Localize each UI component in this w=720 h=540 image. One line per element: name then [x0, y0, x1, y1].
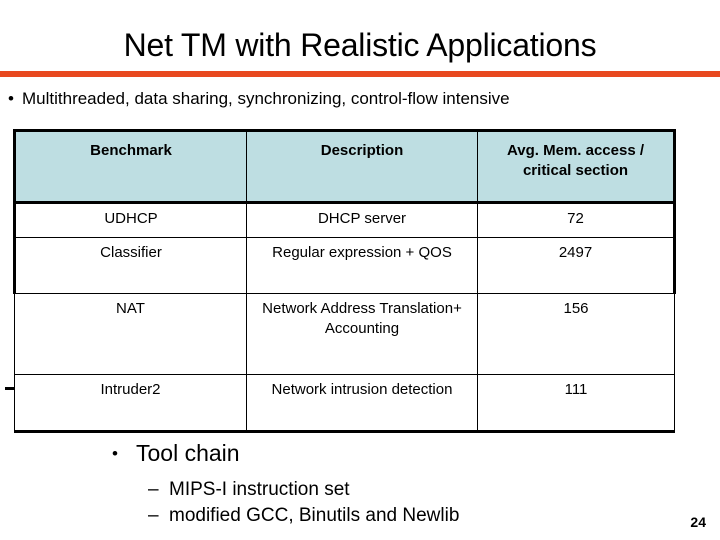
table-body: UDHCP DHCP server 72 Classifier Regular …: [13, 202, 676, 433]
table-row: NAT Network Address Translation+ Account…: [14, 293, 675, 375]
bullet-marker-icon: •: [112, 444, 118, 463]
table-header: Benchmark Description Avg. Mem. access /…: [13, 129, 676, 204]
cell-description: Regular expression + QOS: [246, 237, 478, 294]
top-bullet-item: • Multithreaded, data sharing, synchroniz…: [8, 88, 718, 110]
sub-bullet-item: –MIPS-I instruction set: [148, 477, 720, 503]
sub-bullet-text: MIPS-I instruction set: [169, 479, 350, 500]
cell-benchmark: Classifier: [13, 237, 247, 294]
lower-bullet-list: • Tool chain –MIPS-I instruction set –mod…: [0, 438, 720, 529]
cell-avg-mem-access: 2497: [477, 237, 676, 294]
benchmark-table: Benchmark Description Avg. Mem. access /…: [13, 129, 676, 433]
sub-bullet-item: –modified GCC, Binutils and Newlib: [148, 503, 720, 529]
column-header-avg-mem-access: Avg. Mem. access / critical section: [477, 129, 676, 204]
cell-description: Network intrusion detection: [246, 374, 478, 433]
bullet-item-tool-chain: • Tool chain: [112, 438, 720, 469]
table-header-row: Benchmark Description Avg. Mem. access /…: [13, 129, 676, 204]
bullet-text-tool-chain: Tool chain: [136, 440, 240, 466]
dash-marker-icon: –: [148, 505, 159, 526]
column-header-benchmark: Benchmark: [13, 129, 247, 204]
top-bullet-text: Multithreaded, data sharing, synchronizi…: [22, 89, 510, 108]
page-title: Net TM with Realistic Applications: [123, 27, 597, 63]
title-divider-rule: [0, 71, 720, 77]
bullet-marker-icon: •: [8, 89, 14, 108]
cell-avg-mem-access: 156: [477, 293, 675, 375]
cell-description: DHCP server: [246, 202, 478, 238]
table-row: Intruder2 Network intrusion detection 11…: [14, 374, 675, 433]
cell-description: Network Address Translation+ Accounting: [246, 293, 478, 375]
cell-benchmark: NAT: [14, 293, 247, 375]
table-edge-artifact: [5, 387, 14, 390]
sub-bullet-text: modified GCC, Binutils and Newlib: [169, 505, 460, 526]
cell-avg-mem-access: 72: [477, 202, 676, 238]
cell-benchmark: Intruder2: [14, 374, 247, 433]
dash-marker-icon: –: [148, 479, 159, 500]
column-header-description: Description: [246, 129, 478, 204]
cell-avg-mem-access: 111: [477, 374, 675, 433]
table-row: Classifier Regular expression + QOS 2497: [13, 237, 676, 294]
cell-benchmark: UDHCP: [13, 202, 247, 238]
page-number: 24: [690, 514, 706, 530]
table-row: UDHCP DHCP server 72: [13, 202, 676, 238]
